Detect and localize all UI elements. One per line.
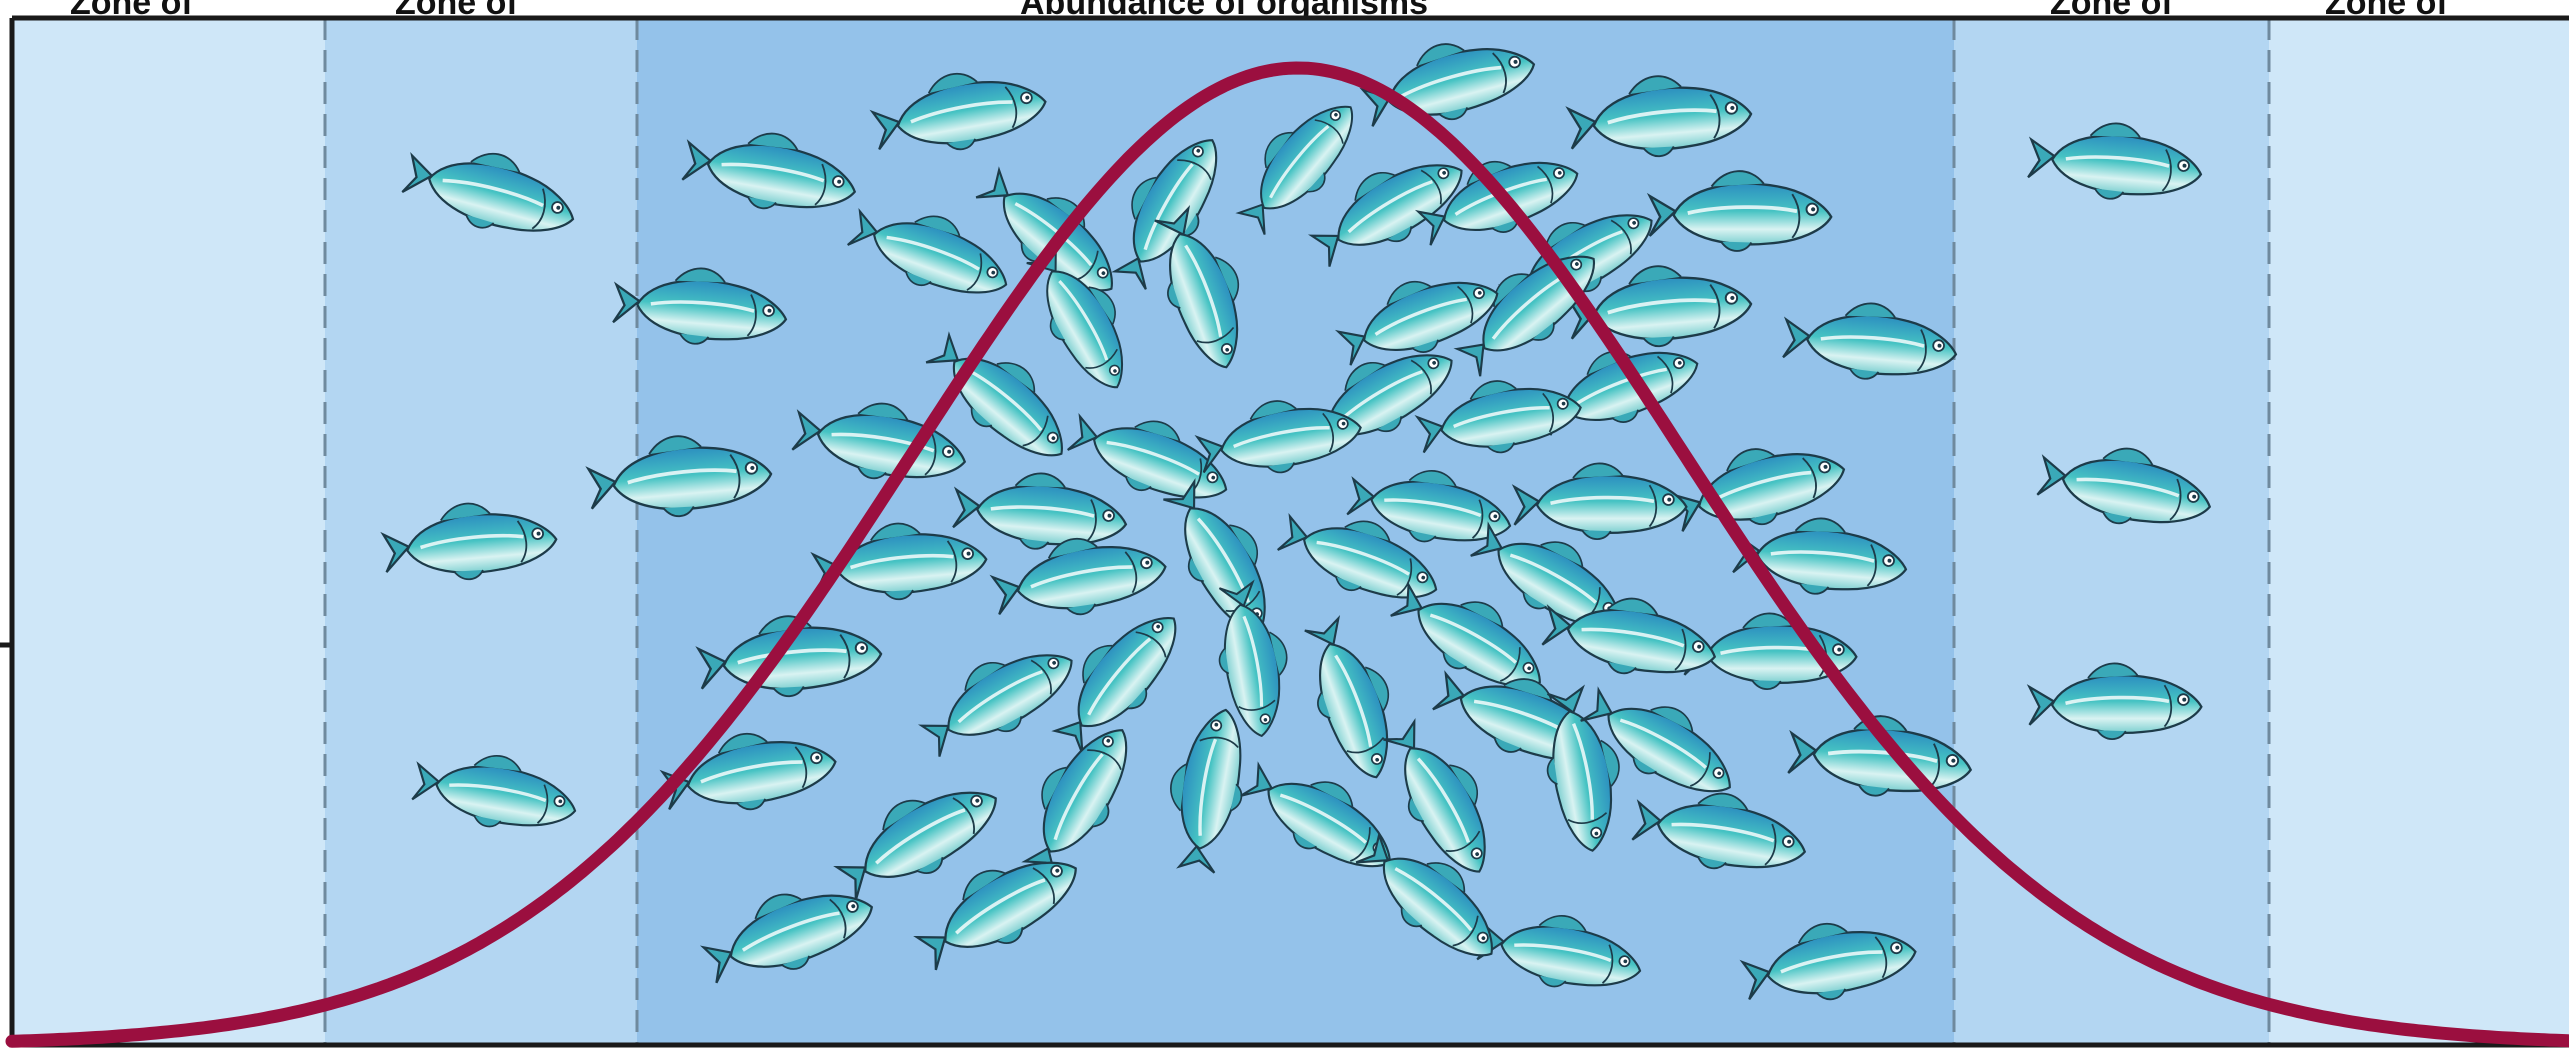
zone-low-left — [12, 18, 325, 1045]
zone-low-right — [2269, 18, 2569, 1045]
